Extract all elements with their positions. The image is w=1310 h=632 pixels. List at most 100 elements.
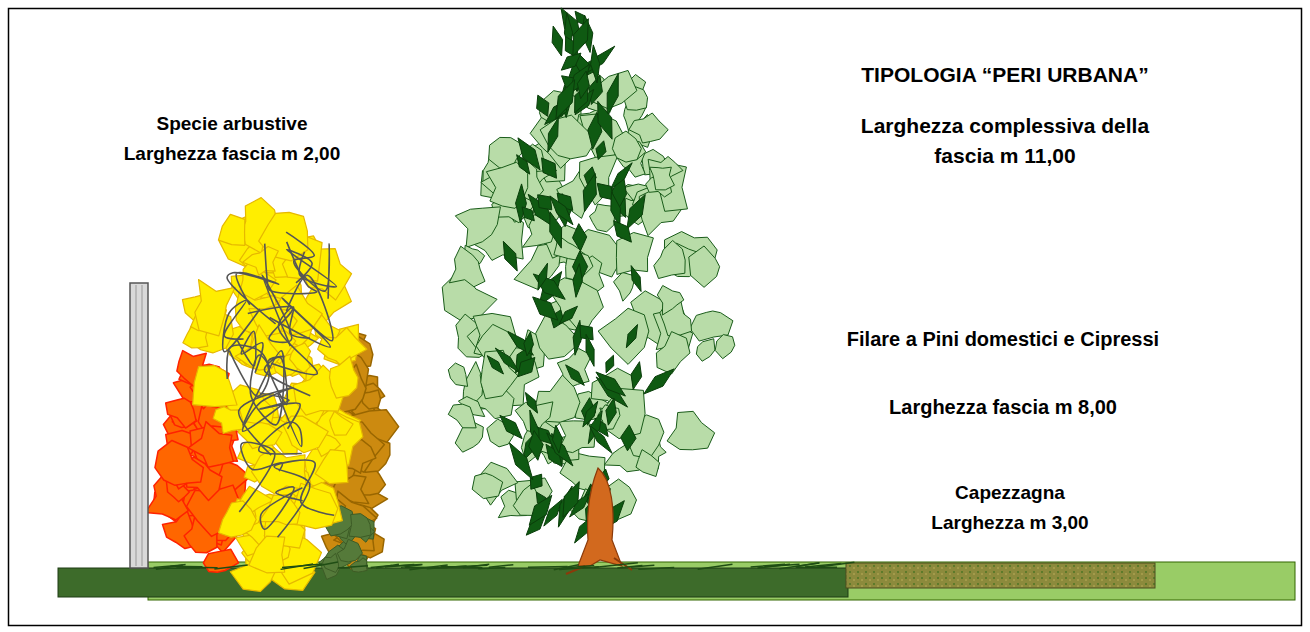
grass-stroke [567,565,595,567]
shrub-foliage-yellow [315,450,348,484]
dimension-label: Larghezza fascia m 8,00 [831,393,1176,422]
tree-trunk [578,468,622,566]
total-width-label: Larghezza complessiva della fascia m 11,… [845,111,1165,172]
cypress-leaf [561,53,581,70]
shrub-foliage-yellow [249,536,285,573]
grass-stroke [698,564,733,569]
tree-illustration [442,8,735,574]
shrub-branch [265,242,317,294]
cypress-leaf [606,355,614,373]
cypress-leaf [566,365,585,386]
tree-row-label: Filare a Pini domestici e Cipressi [831,325,1176,354]
shrub-foliage-yellow [243,247,279,276]
tree-foliage-light [657,285,684,315]
grass-stroke [805,564,841,567]
tree-foliage-light [449,246,485,287]
shrub-foliage-yellow [330,411,353,435]
tree-foliage-light [448,404,476,428]
cypress-leaf [487,356,503,374]
tree-foliage-light [472,473,503,498]
cypress-leaf [542,158,557,178]
cypress-leaf [610,163,632,190]
cypress-leaf [537,95,549,116]
cypress-leaf [518,357,535,376]
tree-foliage-light [481,350,518,398]
cypress-leaf [591,45,600,83]
shrub-illustration [145,198,398,592]
cypress-leaf [598,101,612,139]
shrub-branch [286,232,329,299]
capezzagna-path [846,563,1155,588]
grass-stroke [631,565,654,567]
cypress-leaf [631,266,641,292]
cypress-leaf [522,207,534,221]
tree-foliage-dark [487,8,674,543]
grass-stroke [154,565,183,568]
grass-stroke [528,566,568,568]
cypress-leaf [586,334,594,366]
cypress-leaf [529,431,544,461]
tree-foliage-light [650,167,675,190]
shrub-foliage-red [166,398,196,428]
grass-stroke [427,566,467,569]
shrub-branch [248,275,293,346]
cypress-leaf [606,398,616,425]
shrub-label: Specie arbustive [42,110,422,138]
cypress-leaf [552,26,562,56]
cypress-leaf [509,443,532,480]
cypress-leaf [577,71,589,99]
grass-stroke [638,568,674,570]
shrub-branch [223,300,260,351]
tree-foliage-light [656,332,690,374]
cypress-leaf [563,482,579,518]
cypress-leaf [573,19,588,56]
cypress-leaf [525,392,537,413]
cypress-leaf [589,425,612,453]
tree-foliage-light [696,339,715,361]
shrub-foliage-yellow [193,366,237,407]
cypress-leaf [538,263,548,290]
cypress-leaf [548,118,558,152]
cypress-leaf [631,362,641,390]
shrub-foliage-yellow [182,198,366,592]
path-label: Capezzagna [860,479,1160,507]
cypress-leaf [607,74,618,116]
cypress-leaf [524,332,534,356]
cypress-leaf [538,195,552,210]
cypress-leaf [556,80,575,119]
tree-foliage-light [455,207,500,248]
cypress-leaf [614,221,632,243]
shrub-foliage-red [145,351,250,573]
cypress-leaf [596,372,625,396]
tree-foliage-light [448,363,467,386]
diagram-title: TIPOLOGIA “PERI URBANA” [795,60,1215,90]
planting-band [58,568,848,597]
cypress-leaf [583,173,596,211]
cypress-leaf [533,297,558,320]
grass-stroke [281,564,314,569]
cypress-leaf [508,331,534,355]
cypress-leaf [552,425,562,453]
frame [9,9,1302,626]
cypress-leaf [644,369,674,394]
tree-foliage-light [598,308,649,364]
shrub-foliage-yellow [219,501,257,537]
grass-stroke [751,564,785,567]
grass-stroke [796,566,837,568]
tree-foliage-light [667,411,715,449]
shrub-foliage-yellow [195,280,235,336]
cypress-leaf [627,194,645,229]
shrub-foliage-green [349,514,371,538]
shrub-branches [223,232,337,537]
fence-post [130,283,148,568]
tree-foliage-light [689,246,720,287]
tree-trunk [566,468,632,574]
tree-foliage-light [636,450,660,477]
cypress-leaf [585,46,615,74]
shrub-branch [259,393,302,454]
shrub-foliage-green [337,539,362,562]
shrub-branch [239,443,282,512]
shrub-branch [237,331,263,372]
